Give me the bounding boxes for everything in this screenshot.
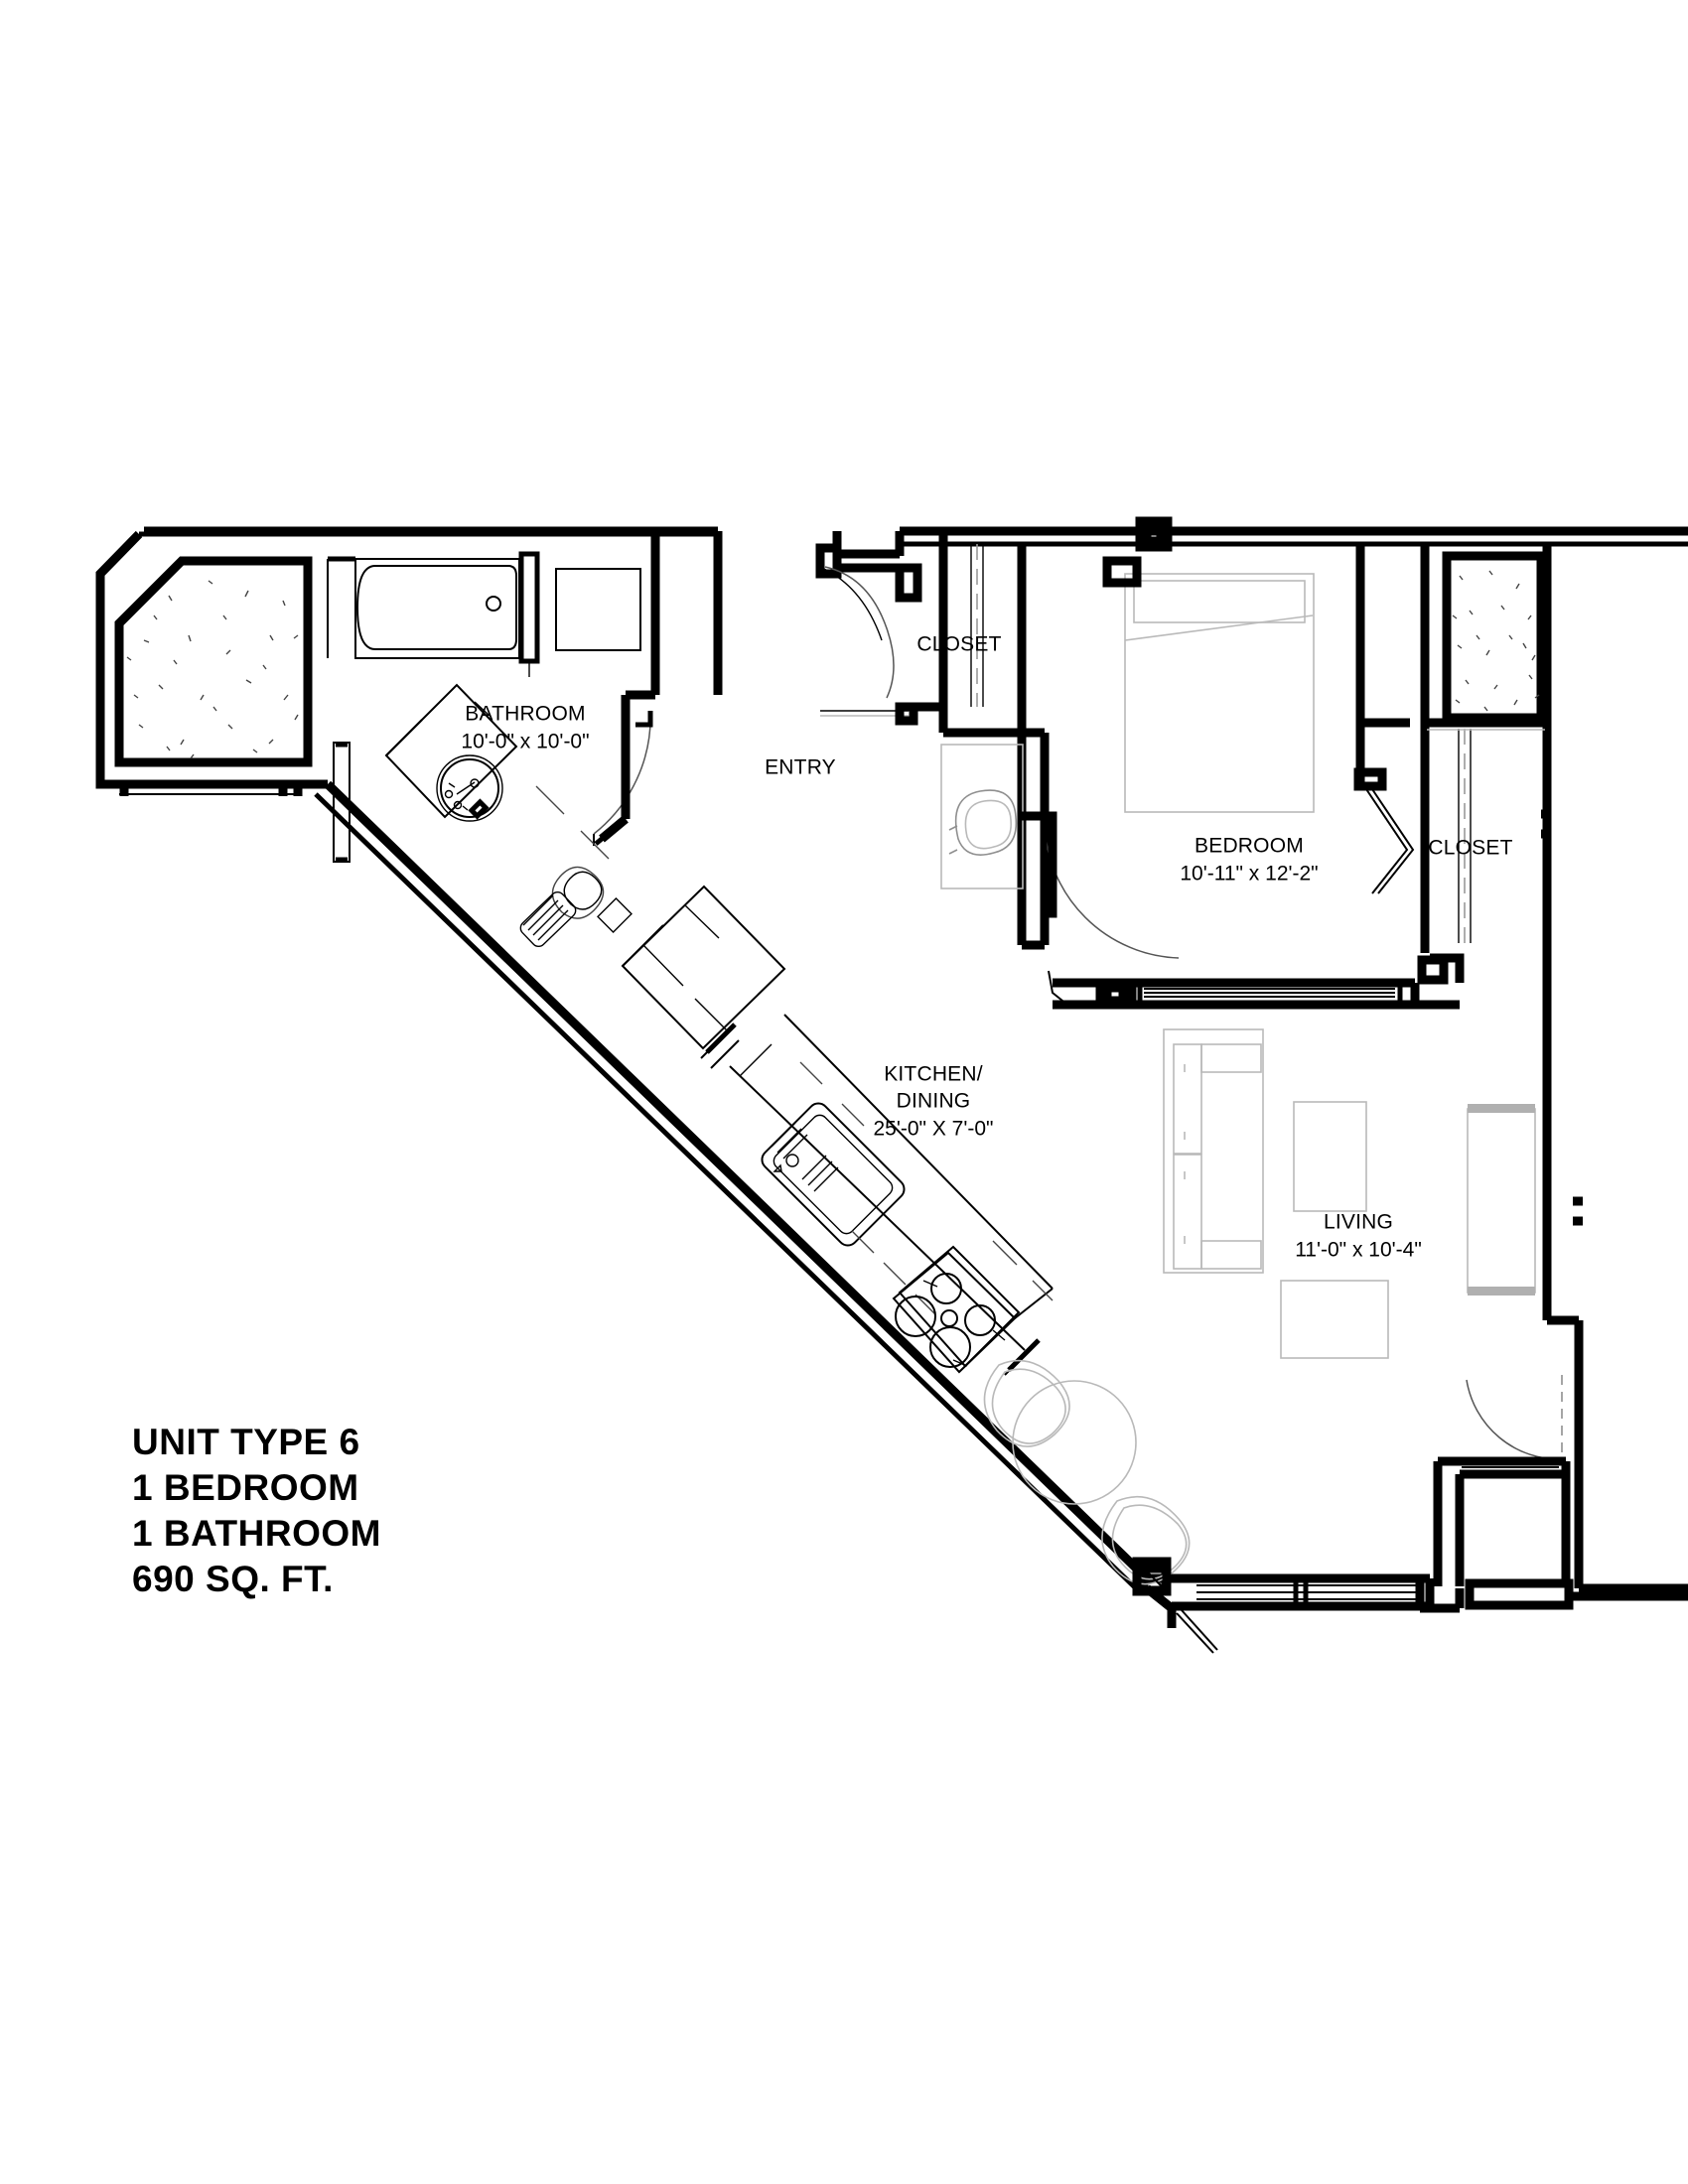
- entry-door: [815, 531, 922, 717]
- room-labels: BATHROOM 10'-0" x 10'-0" ENTRY CLOSET BE…: [461, 633, 1512, 1262]
- legend-bathrooms: 1 BATHROOM: [132, 1513, 381, 1554]
- media-console: [1467, 1104, 1536, 1296]
- dim-living: 11'-0" x 10'-4": [1295, 1239, 1422, 1262]
- legend-bedrooms: 1 BEDROOM: [132, 1467, 359, 1508]
- label-bedroom: BEDROOM: [1195, 835, 1304, 858]
- legend-unit-type: UNIT TYPE 6: [132, 1422, 360, 1462]
- corner-post: [1132, 1557, 1172, 1596]
- dim-kitchen-dining: 25'-0" X 7'-0": [874, 1118, 994, 1141]
- closet-entry: [938, 531, 1027, 733]
- kitchen-sink: [761, 1102, 906, 1247]
- bedroom-door: [1022, 811, 1180, 959]
- dim-bathroom: 10'-0" x 10'-0": [461, 731, 589, 753]
- bifold-closet-door: [1353, 718, 1472, 943]
- dining-chair: [983, 1359, 1070, 1447]
- round-dining-table: [1012, 1380, 1137, 1505]
- label-kitchen-dining-line2: DINING: [897, 1090, 971, 1113]
- side-table: [1280, 1280, 1389, 1359]
- dim-bedroom: 10'-11" x 12'-2": [1180, 863, 1318, 886]
- label-closet-entry: CLOSET: [916, 633, 1001, 656]
- label-living: LIVING: [1324, 1211, 1393, 1234]
- toilet: [519, 866, 633, 948]
- patio-stipple-area: [100, 556, 328, 796]
- label-bathroom: BATHROOM: [465, 703, 585, 726]
- dining-chair: [1101, 1495, 1191, 1585]
- closet-bedroom: [1353, 544, 1552, 953]
- tub-partition: [518, 551, 540, 677]
- label-entry: ENTRY: [765, 756, 836, 779]
- water-heater-closet: [940, 744, 1024, 889]
- queen-bed: [1102, 556, 1315, 813]
- linen-closet-bathroom: [555, 568, 641, 651]
- top-wall-post: [1135, 516, 1173, 552]
- patio-door-bedroom: [1048, 953, 1465, 1010]
- vanity-sink: [384, 683, 518, 822]
- upper-cabinet-dashes: [535, 785, 1054, 1301]
- living-exterior-door: [1433, 1375, 1571, 1586]
- legend-area: 690 SQ. FT.: [132, 1559, 334, 1599]
- coffee-table: [1293, 1101, 1367, 1212]
- bathtub: [327, 556, 520, 659]
- unit-legend: UNIT TYPE 6 1 BEDROOM 1 BATHROOM 690 SQ.…: [132, 1422, 381, 1599]
- wall-ticks: [1541, 634, 1583, 1226]
- label-kitchen-dining-line1: KITCHEN/: [884, 1063, 983, 1086]
- bathroom-walls: [333, 531, 660, 863]
- sofa: [1163, 1028, 1264, 1274]
- label-closet-bedroom: CLOSET: [1428, 837, 1512, 860]
- patio-door-living: [1139, 1564, 1688, 1654]
